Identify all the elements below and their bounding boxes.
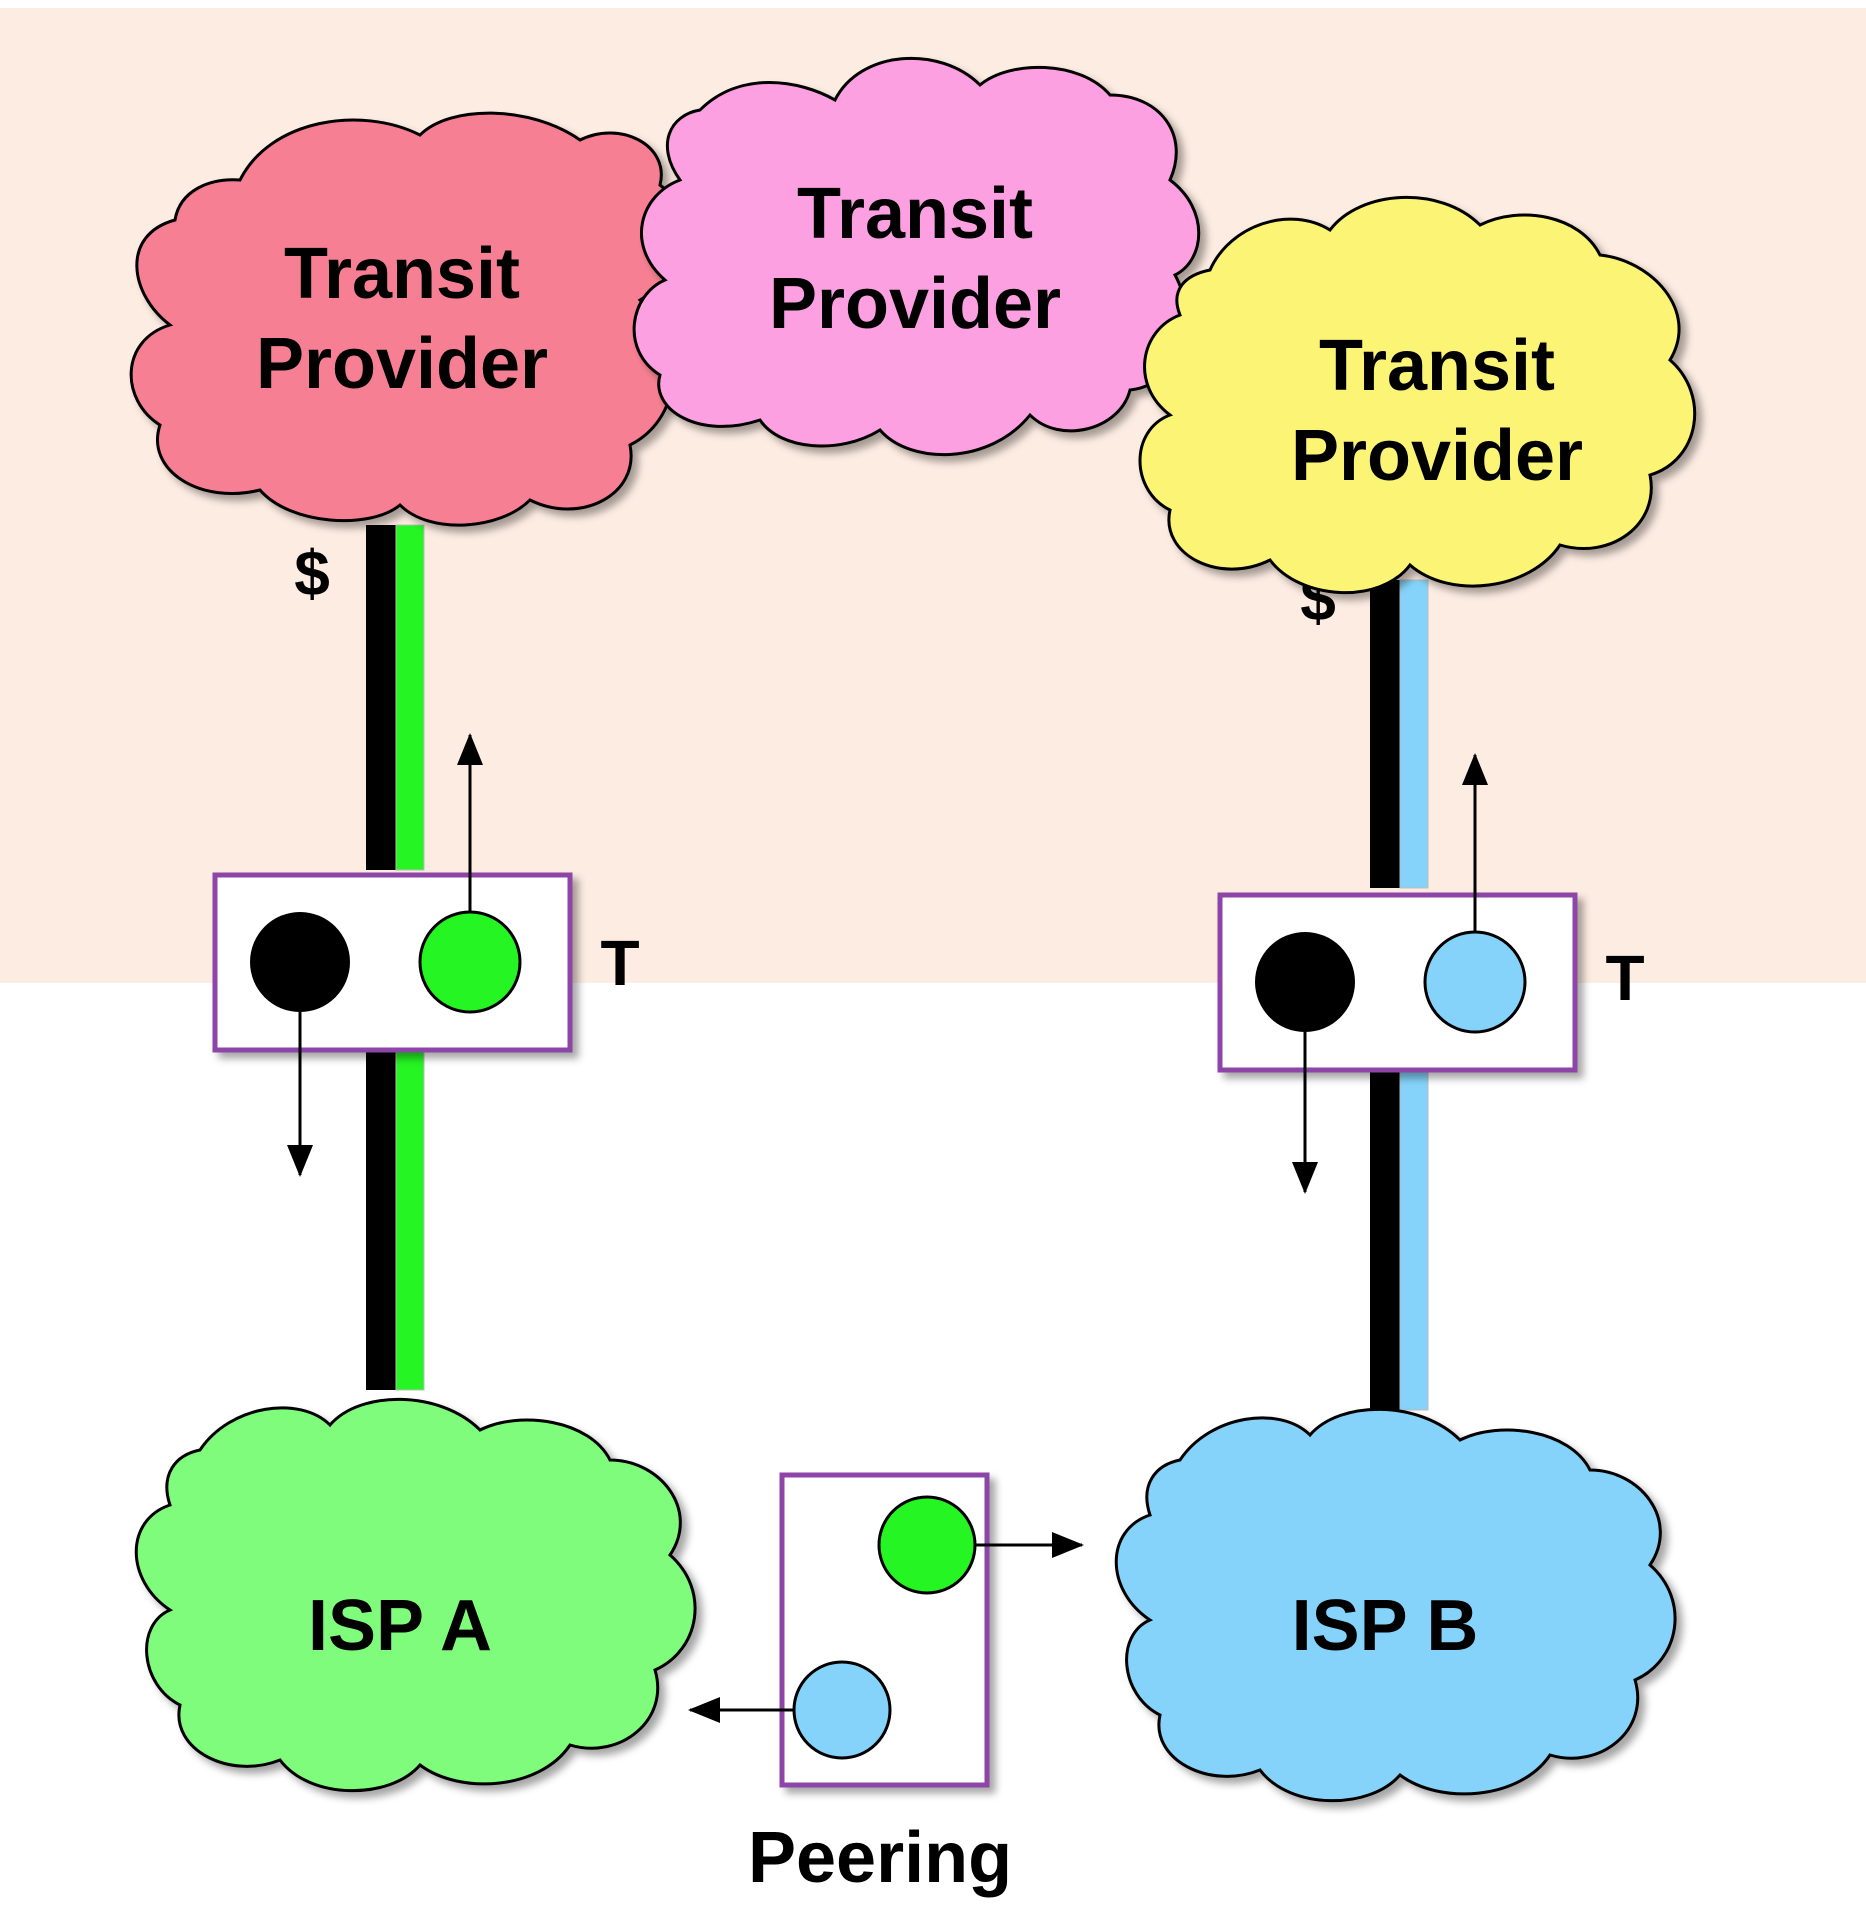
route-dot-icon [1423, 930, 1527, 1034]
transit-provider-right-line1: Transit [1319, 326, 1555, 406]
route-dot-icon [250, 912, 350, 1012]
peering-label: Peering [748, 1818, 1012, 1898]
isp-b-cloud [1114, 1407, 1677, 1803]
cloud-icon [632, 56, 1201, 457]
right-transit-link [1370, 579, 1429, 1411]
transit-provider-left-cloud [129, 111, 687, 527]
left-transit-box [212, 733, 573, 1177]
isp-a-cloud [134, 1397, 697, 1793]
cloud-icon [1114, 1407, 1677, 1803]
isp-b-label: ISP B [1292, 1586, 1479, 1666]
route-dot-icon [1255, 932, 1355, 1032]
transit-provider-right-cloud [1138, 196, 1697, 594]
cloud-icon [129, 111, 687, 527]
transit-provider-middle-line2: Provider [769, 264, 1061, 344]
left-transit-tag: T [600, 927, 639, 999]
cloud-icon [134, 1397, 697, 1793]
left-cost-label: $ [294, 537, 330, 609]
right-transit-box [1217, 753, 1578, 1194]
left-transit-link [366, 524, 425, 1391]
route-dot-icon [792, 1660, 892, 1760]
transit-provider-middle-cloud [632, 56, 1201, 457]
transit-provider-left-line1: Transit [284, 234, 520, 314]
transit-provider-right-line2: Provider [1291, 416, 1583, 496]
isp-a-label: ISP A [308, 1586, 492, 1666]
transit-provider-left-line2: Provider [256, 324, 548, 404]
cloud-icon [1138, 196, 1697, 594]
route-dot-icon [418, 910, 522, 1014]
route-dot-icon [877, 1495, 977, 1595]
peering-box [688, 1472, 1084, 1788]
right-transit-tag: T [1605, 942, 1644, 1014]
transit-provider-middle-line1: Transit [797, 174, 1033, 254]
